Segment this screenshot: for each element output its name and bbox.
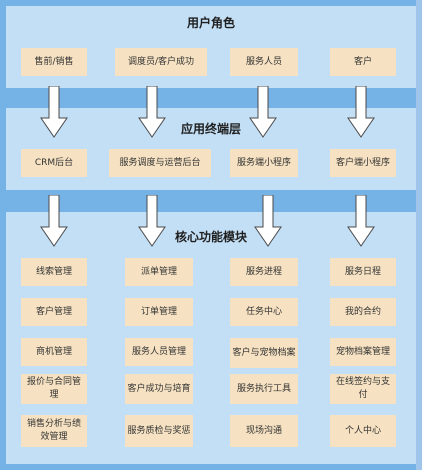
module-service-progress-box: 服务进程 (230, 258, 298, 286)
module-staff-mgmt-box: 服务人员管理 (125, 338, 193, 366)
user-roles-title: 用户角色 (186, 16, 235, 30)
module-dispatch-mgmt-box: 派单管理 (125, 258, 193, 286)
arrow-down-icon (138, 195, 166, 247)
user-roles-layer: 用户角色 售前/销售 调度员/客户成功 服务人员 客户 (6, 6, 416, 88)
arrow-down-icon (40, 86, 68, 138)
arrow-down-icon (249, 86, 277, 138)
module-task-center-box: 任务中心 (230, 298, 298, 326)
role-service-staff-box: 服务人员 (230, 48, 298, 76)
terminal-service-miniapp-box: 服务端小程序 (230, 149, 298, 177)
module-my-contract-box: 我的合约 (330, 298, 396, 326)
module-onsite-comm-box: 现场沟通 (230, 415, 298, 447)
core-modules-layer: 核心功能模块 线索管理 客户管理 商机管理 报价与合同管理 销售分析与绩效管理 … (6, 212, 416, 464)
module-customer-pet-profile-box: 客户与宠物档案 (230, 338, 298, 368)
module-service-tools-box: 服务执行工具 (230, 374, 298, 404)
module-opportunity-mgmt-box: 商机管理 (21, 338, 87, 366)
role-presales-box: 售前/销售 (21, 48, 87, 76)
terminal-ops-backend-box: 服务调度与运营后台 (109, 149, 211, 177)
role-dispatcher-box: 调度员/客户成功 (115, 48, 207, 76)
module-quality-rewards-box: 服务质检与奖惩 (125, 415, 193, 447)
core-modules-title: 核心功能模块 (174, 230, 247, 244)
module-service-schedule-box: 服务日程 (330, 258, 396, 286)
arrow-down-icon (254, 195, 282, 247)
terminal-crm-box: CRM后台 (21, 149, 87, 177)
module-personal-center-box: 个人中心 (330, 415, 396, 447)
module-lead-mgmt-box: 线索管理 (21, 258, 87, 286)
module-pet-profile-mgmt-box: 宠物档案管理 (330, 338, 396, 366)
module-quote-contract-box: 报价与合同管理 (21, 374, 87, 404)
role-customer-box: 客户 (330, 48, 396, 76)
module-customer-success-box: 客户成功与培育 (125, 374, 193, 404)
canvas-edge (416, 0, 422, 470)
arrow-down-icon (347, 86, 375, 138)
arrow-down-icon (138, 86, 166, 138)
module-customer-mgmt-box: 客户管理 (21, 298, 87, 326)
terminal-customer-miniapp-box: 客户端小程序 (330, 149, 396, 177)
app-terminal-title: 应用终端层 (180, 122, 241, 136)
module-sales-analytics-box: 销售分析与绩效管理 (21, 415, 87, 447)
module-order-mgmt-box: 订单管理 (125, 298, 193, 326)
app-terminal-layer: 应用终端层 CRM后台 服务调度与运营后台 服务端小程序 客户端小程序 (6, 108, 416, 190)
arrow-down-icon (347, 195, 375, 247)
arrow-down-icon (40, 195, 68, 247)
module-online-sign-pay-box: 在线签约与支付 (330, 374, 396, 404)
